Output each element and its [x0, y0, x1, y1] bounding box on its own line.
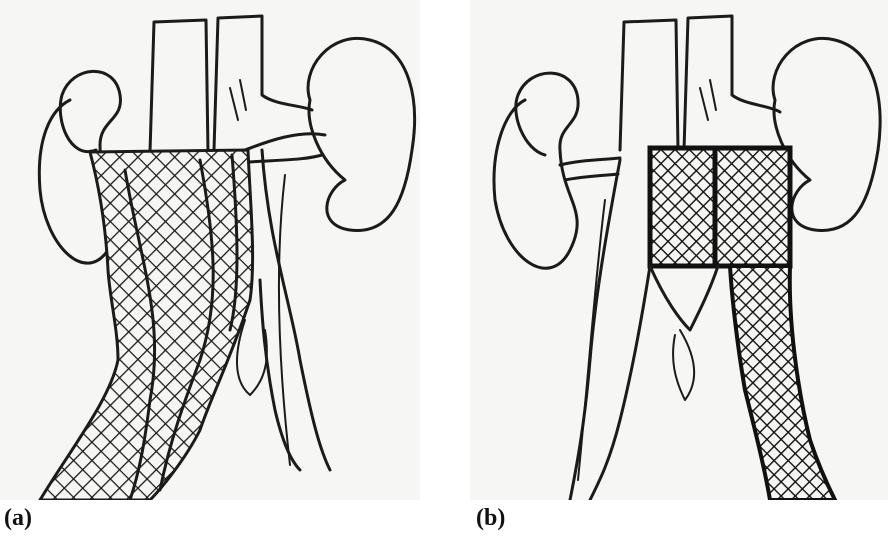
ureter-left	[578, 200, 605, 480]
ureter-right	[279, 175, 290, 465]
branch-lower	[673, 330, 694, 400]
left-iliac-inner	[590, 266, 650, 500]
renal-artery-right	[240, 134, 325, 162]
mesh-graft-a	[40, 150, 253, 500]
vascular-graft-diagram-b	[470, 0, 888, 500]
aorta-upper	[620, 20, 678, 150]
mesh-graft-block	[650, 148, 790, 266]
vena-cava-upper	[684, 16, 780, 150]
mesh-graft-limb	[730, 266, 835, 500]
aorta-upper	[150, 20, 208, 152]
renal-artery-left	[560, 158, 620, 180]
right-iliac-outer	[262, 150, 330, 470]
panel-label-b: (b)	[476, 503, 505, 533]
diagram-panel-a	[0, 0, 420, 500]
panel-label-a: (a)	[4, 503, 32, 533]
vascular-graft-diagram-a	[0, 0, 420, 500]
renal-vein	[700, 80, 716, 120]
diagram-panel-b	[470, 0, 888, 500]
renal-vein	[230, 80, 246, 120]
vena-cava-upper	[214, 16, 312, 150]
left-kidney	[494, 73, 578, 268]
bifurcation	[650, 266, 718, 330]
